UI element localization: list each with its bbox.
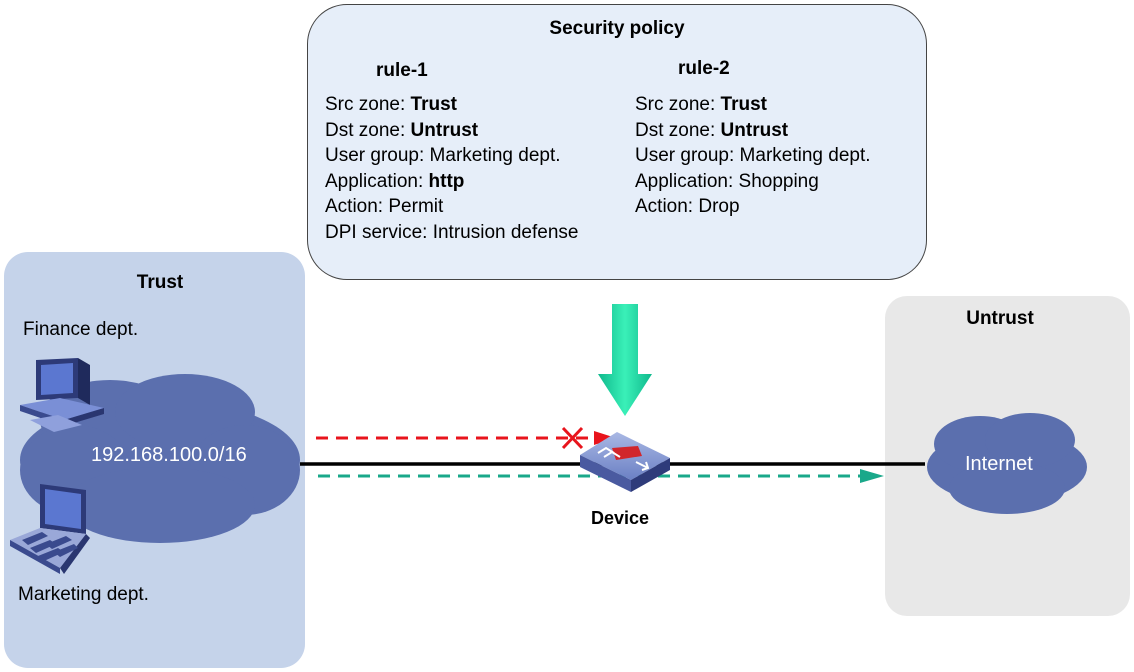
device-label: Device [591, 508, 650, 528]
laptop-icon [10, 484, 90, 574]
trust-zone-title: Trust [136, 272, 184, 293]
internet-label: Internet [965, 453, 1033, 475]
finance-dept-label: Finance dept. [23, 319, 139, 340]
rule-2-src-zone: Src zone: Trust [635, 94, 767, 115]
rule-1-src-zone: Src zone: Trust [325, 94, 457, 115]
rule-1-action: Action: Permit [325, 196, 444, 218]
policy-apply-arrow [598, 304, 652, 416]
rule-2-details: Src zone: Trust Dst zone: Untrust User g… [635, 92, 871, 220]
untrust-zone-title: Untrust [966, 308, 1034, 329]
trust-network-address: 192.168.100.0/16 [91, 444, 247, 466]
rule-1-application: Application: http [325, 170, 465, 192]
rule-2-action: Action: Drop [635, 196, 740, 218]
firewall-device-icon [580, 432, 670, 492]
marketing-dept-label: Marketing dept. [18, 584, 149, 605]
rule-1-details: Src zone: Trust Dst zone: Untrust User g… [325, 92, 578, 246]
drop-arrowhead [594, 431, 616, 445]
rule-1-dst-zone: Dst zone: Untrust [325, 119, 479, 141]
internet-cloud [927, 413, 1087, 514]
rule-2-application: Application: Shopping [635, 170, 819, 192]
rule-2-dst-zone: Dst zone: Untrust [635, 119, 789, 141]
rule-1-dpi-service: DPI service: Intrusion defense [325, 221, 579, 243]
rule-1-user-group: User group: Marketing dept. [325, 145, 561, 167]
security-policy-title: Security policy [549, 18, 685, 39]
permit-arrowhead [860, 469, 884, 483]
rule-2-user-group: User group: Marketing dept. [635, 145, 871, 167]
desktop-pc-icon [20, 358, 104, 432]
trust-network-cloud [20, 374, 300, 543]
rule-2-title: rule-2 [678, 58, 730, 79]
drop-x-icon [561, 426, 584, 450]
security-policy-box [307, 4, 927, 280]
rule-1-title: rule-1 [376, 60, 428, 81]
